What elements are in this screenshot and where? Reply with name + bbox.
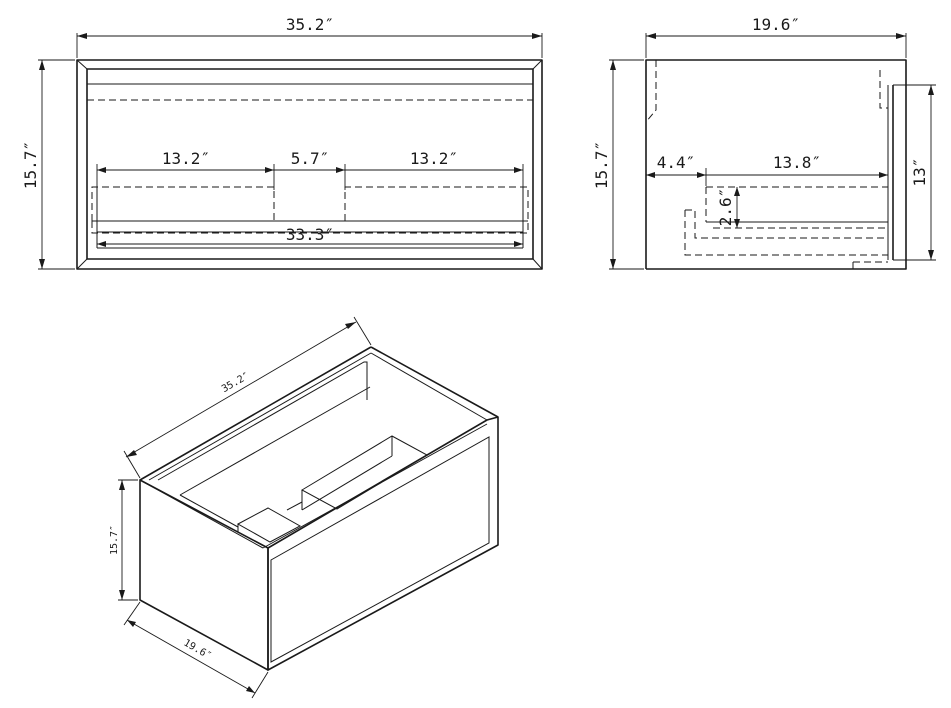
center-gap-label: 5.7″ <box>291 149 330 168</box>
side-drawer <box>684 186 888 269</box>
side-drawer-depth-dimension: 4.4″ 13.8″ <box>646 153 888 186</box>
front-openings-dimension: 13.2″ 5.7″ 13.2″ <box>96 149 524 190</box>
front-outer-frame <box>76 59 543 270</box>
iso-height-dimension: 15.7″ <box>109 479 138 601</box>
front-height-label: 15.7″ <box>21 141 40 189</box>
front-view: 35.2″ 15.7″ 13.2″ 5.7″ 13.2″ <box>21 15 543 270</box>
front-drawer-boxes <box>91 186 529 249</box>
side-view: 19.6″ 15.7″ 4.4″ 13.8″ 2.6″ <box>592 15 936 270</box>
iso-width-label: 35.2″ <box>220 371 252 396</box>
side-outline <box>645 59 907 270</box>
iso-interior-drawers <box>179 435 429 543</box>
iso-depth-dimension: 19.6″ <box>123 601 269 699</box>
left-opening-label: 13.2″ <box>162 149 210 168</box>
front-inner-width-dimension: 33.3″ <box>97 225 523 247</box>
iso-height-label: 15.7″ <box>109 525 120 555</box>
isometric-view: 35.2″ 15.7″ 19.6″ <box>109 316 499 699</box>
side-height-label: 15.7″ <box>592 141 611 189</box>
side-depth-dimension: 19.6″ <box>645 15 907 58</box>
front-width-label: 35.2″ <box>286 15 334 34</box>
iso-front-panel <box>267 416 499 671</box>
side-depth-label: 19.6″ <box>752 15 800 34</box>
front-inner-frame <box>86 68 534 260</box>
drawer-height-label: 2.6″ <box>716 188 735 227</box>
drawer-depth-label: 13.8″ <box>773 153 821 172</box>
front-height-dimension: 15.7″ <box>21 59 75 270</box>
inner-width-label: 33.3″ <box>286 225 334 244</box>
side-height-dimension: 15.7″ <box>592 59 644 270</box>
iso-width-dimension: 35.2″ <box>123 316 372 479</box>
front-setback-label: 4.4″ <box>657 153 696 172</box>
iso-depth-label: 19.6″ <box>181 638 213 663</box>
side-inner-height-dimension: 13″ <box>906 84 936 261</box>
side-drawer-height-dimension: 2.6″ <box>716 187 740 228</box>
right-opening-label: 13.2″ <box>410 149 458 168</box>
front-width-dimension: 35.2″ <box>76 15 543 58</box>
inner-height-label: 13″ <box>910 158 929 187</box>
